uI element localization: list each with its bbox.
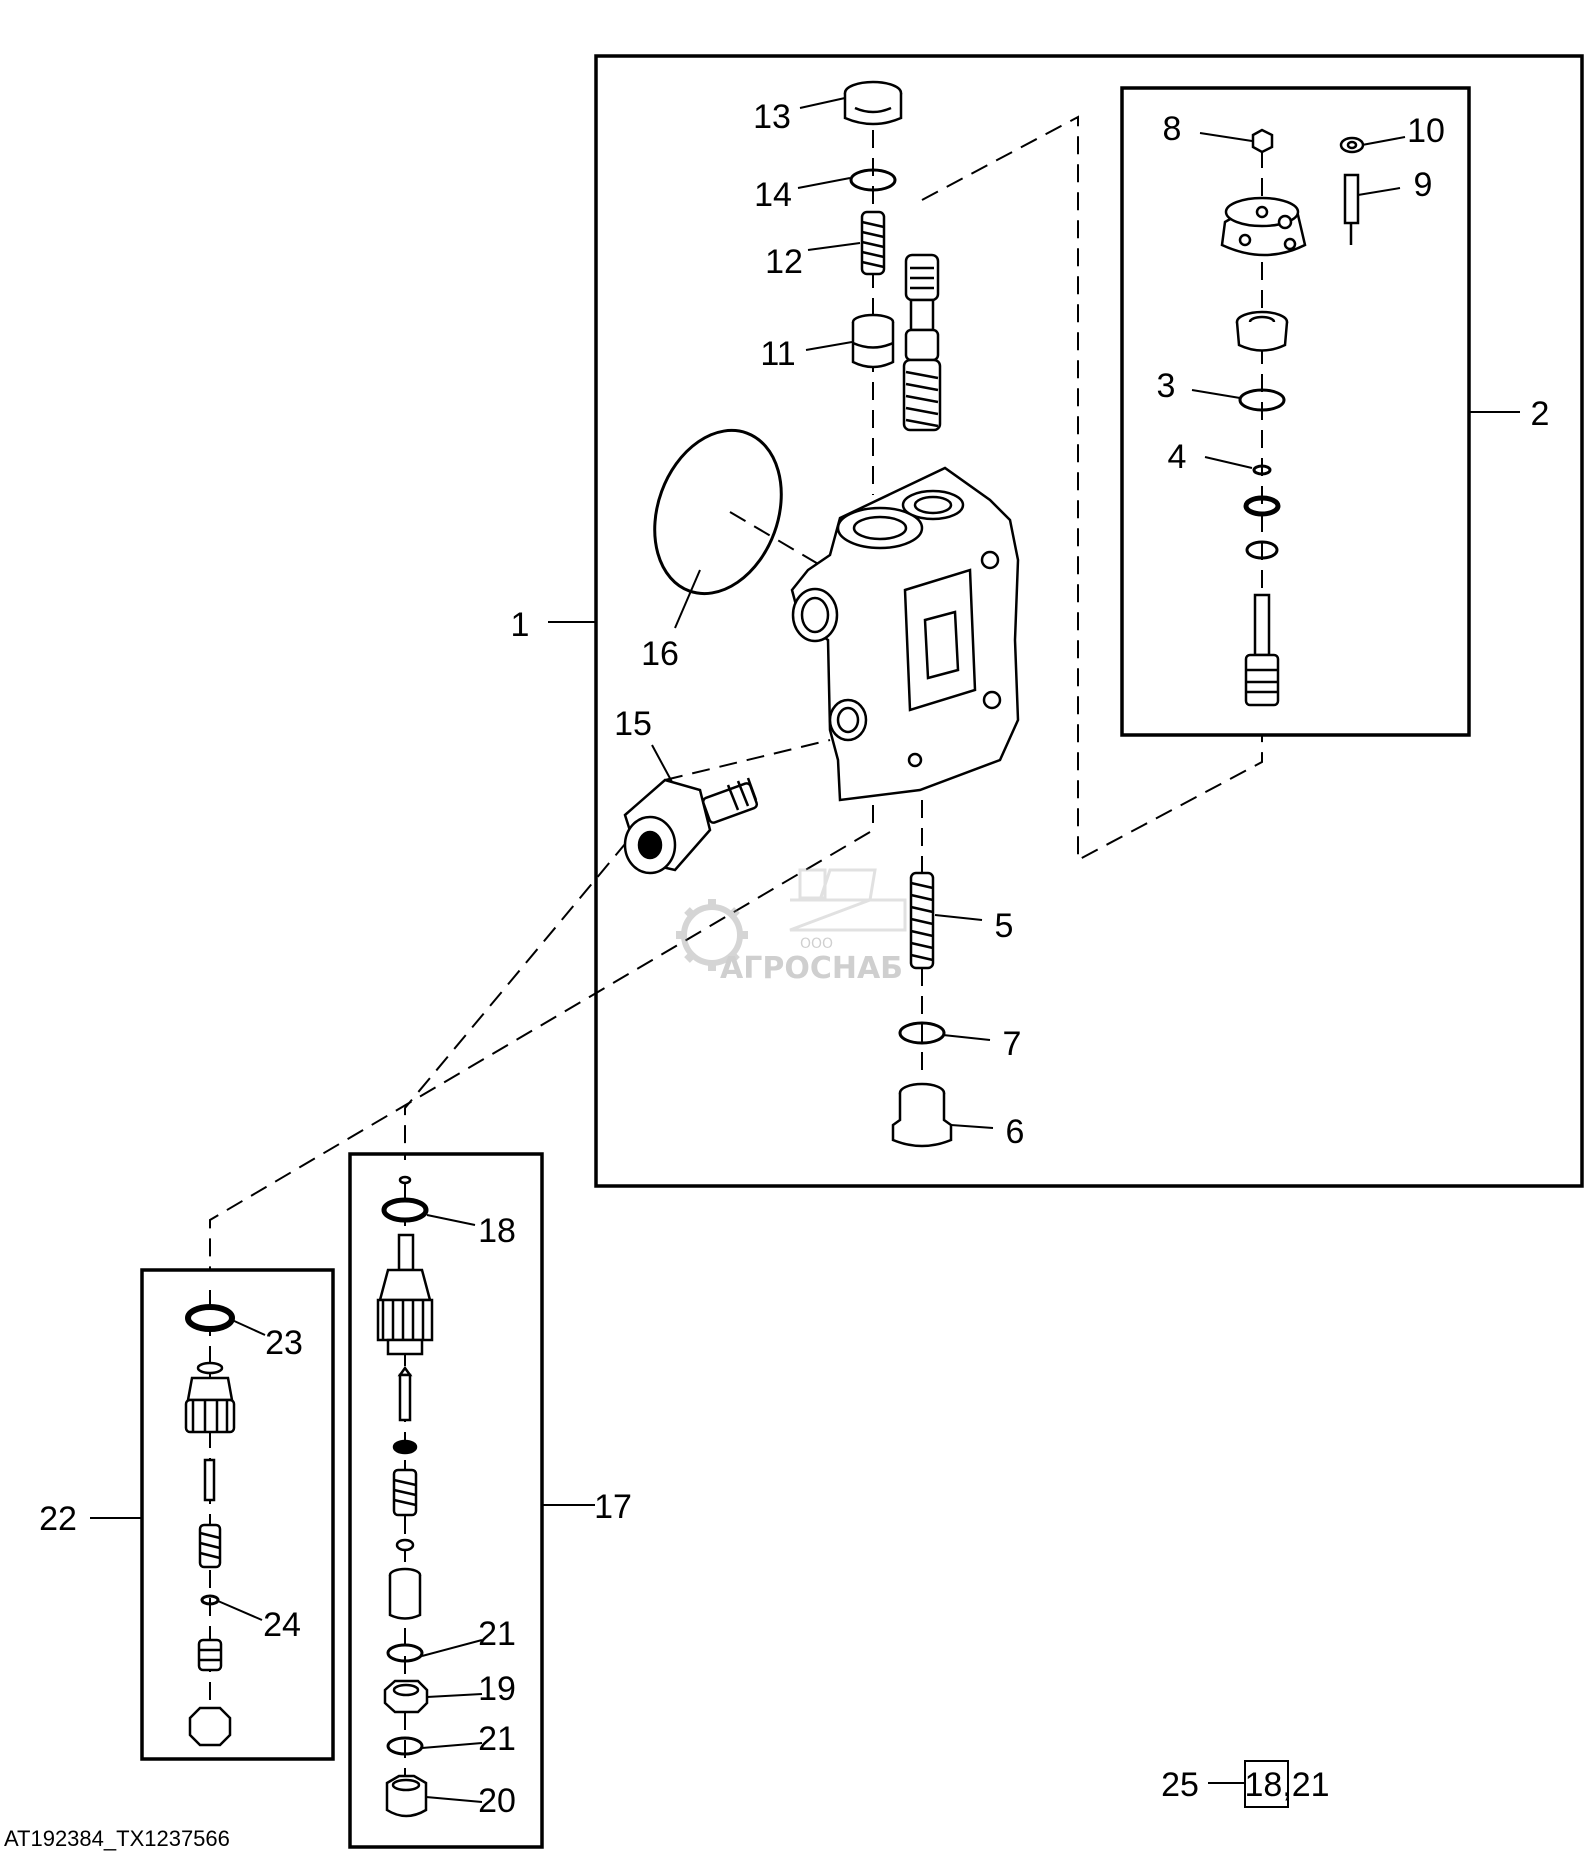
- part-poppet: [1244, 593, 1280, 707]
- callout-23: 23: [265, 1324, 303, 1362]
- part-3-oring: [1238, 388, 1286, 412]
- part-24-oring: [200, 1594, 220, 1606]
- callout-12: 12: [765, 243, 803, 281]
- part-20-cap: [385, 1774, 428, 1818]
- parts-main: [623, 80, 1020, 1148]
- part-15-solenoid: [623, 777, 759, 875]
- part-10-nut: [1339, 136, 1365, 154]
- callout-13: 13: [753, 98, 791, 136]
- part-23-seal: [185, 1304, 235, 1332]
- part-22-body: [184, 1361, 236, 1434]
- part-6-plug: [891, 1082, 953, 1148]
- part-pin-17: [397, 1365, 413, 1422]
- sub-assembly-22-frame: [140, 1268, 335, 1761]
- parts-subassembly-22: [184, 1304, 236, 1747]
- part-16-large-oring: [653, 428, 783, 596]
- callout-3: 3: [1157, 367, 1176, 405]
- callout-8: 8: [1163, 110, 1182, 148]
- part-5-spring: [909, 871, 935, 970]
- callout-18: 18: [478, 1212, 516, 1250]
- sub-assembly-17-frame: [348, 1152, 544, 1849]
- callout-7: 7: [1003, 1025, 1022, 1063]
- figure-reference: AT192384_TX1237566: [4, 1826, 230, 1851]
- part-13-plug: [843, 80, 903, 126]
- callout-11: 11: [760, 335, 795, 373]
- parts-subassembly-17: [376, 1175, 434, 1818]
- part-8-nut: [1251, 128, 1274, 154]
- part-1-valve-body: [790, 466, 1020, 802]
- backup-ring-b: [1245, 540, 1279, 560]
- callout-14: 14: [754, 176, 792, 214]
- callout-22: 22: [39, 1500, 77, 1538]
- callout-2: 2: [1531, 395, 1550, 433]
- part-21b-oring: [386, 1736, 424, 1756]
- backup-ring-a: [1243, 495, 1281, 517]
- part-spring-22: [198, 1523, 222, 1569]
- callout-9: 9: [1414, 166, 1433, 204]
- callout-15: 15: [614, 705, 652, 743]
- callout-10: 10: [1407, 112, 1445, 150]
- parts-subassembly-2: [1220, 128, 1365, 707]
- callout-16: 16: [641, 635, 679, 673]
- callout-24: 24: [263, 1606, 301, 1644]
- part-11-sleeve: [851, 313, 895, 369]
- part-poppet-22: [197, 1638, 223, 1672]
- callout-21b: 21: [478, 1720, 516, 1758]
- part-12-spring: [860, 210, 886, 276]
- part-spool-upper: [902, 253, 942, 432]
- callout-labels: 13 14 12 11 16 15 1 5 7 6 8 10 9 3 4 2 1…: [39, 98, 1549, 1820]
- leader-lines: [90, 97, 1520, 1803]
- part-nut-22: [188, 1706, 232, 1747]
- watermark-gear-icon: [676, 899, 748, 971]
- watermark: ООО АГРОСНАБ: [676, 868, 907, 986]
- kit-reference-label: 18,21: [1244, 1766, 1329, 1804]
- part-19-nut: [383, 1679, 429, 1714]
- part-pin-22: [203, 1458, 216, 1502]
- main-assembly-frame: [594, 54, 1584, 1188]
- part-14-oring: [849, 168, 897, 192]
- watermark-company: АГРОСНАБ: [720, 951, 903, 986]
- part-21a-oring: [386, 1643, 424, 1663]
- sub-assembly-2-frame: [1120, 86, 1471, 737]
- kit-reference-box: [1244, 1760, 1289, 1808]
- part-7-oring: [898, 1021, 946, 1045]
- callout-25: 25: [1161, 1766, 1199, 1804]
- watermark-tractor-icon: [789, 868, 907, 932]
- callout-6: 6: [1006, 1113, 1025, 1151]
- watermark-prefix: ООО: [800, 936, 833, 952]
- part-9-pin: [1343, 173, 1360, 245]
- callout-21a: 21: [478, 1615, 516, 1653]
- callout-5: 5: [995, 907, 1014, 945]
- part-cap-housing: [1220, 196, 1307, 257]
- part-relief-body: [376, 1233, 434, 1356]
- callout-17: 17: [594, 1488, 632, 1526]
- part-18-seal: [381, 1197, 429, 1223]
- callout-4: 4: [1168, 438, 1187, 476]
- part-sleeve-17: [388, 1567, 422, 1620]
- part-seat: [1235, 310, 1289, 352]
- callout-20: 20: [478, 1782, 516, 1820]
- callout-1: 1: [511, 606, 530, 644]
- callout-19: 19: [478, 1670, 516, 1708]
- part-4-oring: [1252, 464, 1272, 476]
- part-spring-17: [392, 1468, 418, 1517]
